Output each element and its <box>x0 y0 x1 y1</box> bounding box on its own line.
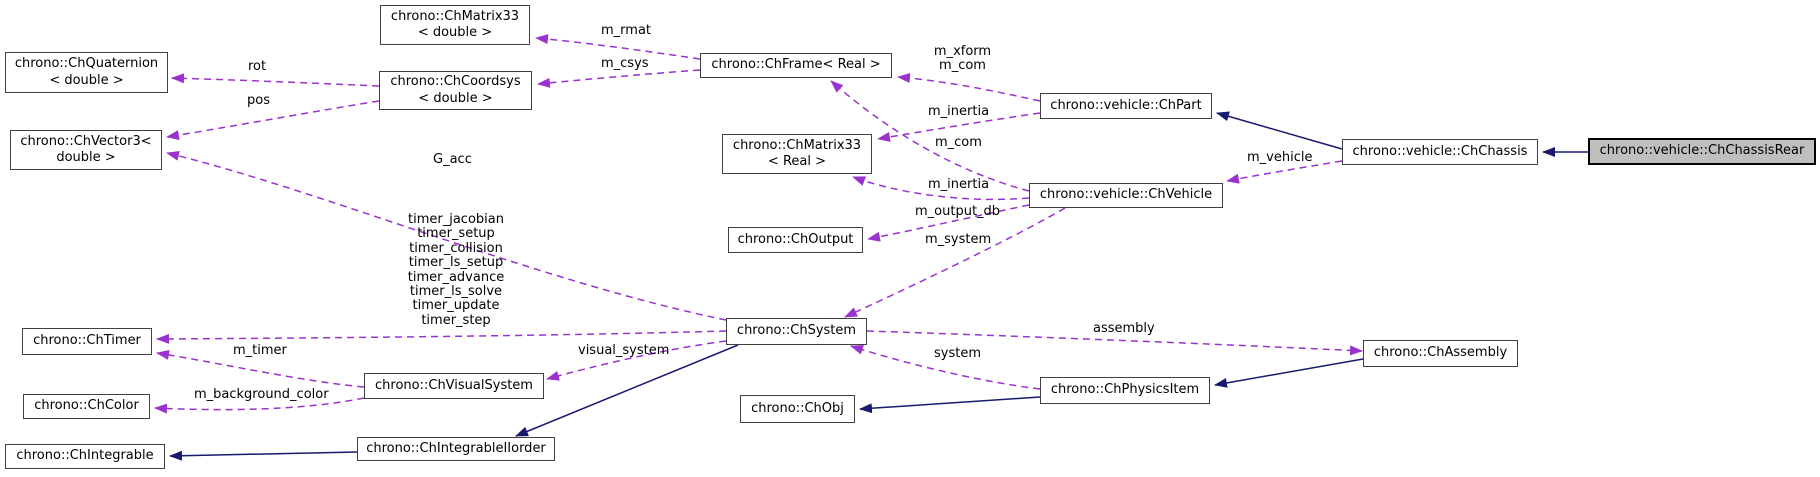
edge-label-assembly: assembly <box>1093 321 1155 336</box>
edge-m-background-color <box>154 397 365 414</box>
edge-m-rmat <box>535 34 701 60</box>
edge-label-pos: pos <box>247 93 270 108</box>
edge-m-vehicle <box>1226 160 1343 184</box>
edge-system <box>850 344 1041 390</box>
edge-label-m-output-db: m_output_db <box>915 204 1001 219</box>
edge-m-csys <box>537 69 701 88</box>
edge-m-inertia-vehicle <box>852 176 1030 201</box>
node-chintegrableiiorder[interactable]: chrono::ChIntegrableIIorder <box>357 437 555 461</box>
edge-label-m-background-color: m_background_color <box>194 387 329 402</box>
node-chcolor[interactable]: chrono::ChColor <box>23 394 150 419</box>
node-chmatrix33-double[interactable]: chrono::ChMatrix33 < double > <box>380 5 530 45</box>
edge-system-to-integrableii <box>515 344 739 437</box>
node-chpart[interactable]: chrono::vehicle::ChPart <box>1040 93 1212 119</box>
edge-assembly-to-physicsitem <box>1214 358 1364 388</box>
edge-label-timers: timer_jacobian timer_setup timer_collisi… <box>407 212 505 328</box>
edge-label-m-rmat: m_rmat <box>601 23 652 38</box>
edge-m-output-db <box>867 204 1030 242</box>
node-chvehicle[interactable]: chrono::vehicle::ChVehicle <box>1029 183 1223 208</box>
edge-integrableii-to-integrable <box>169 450 358 461</box>
edge-label-m-xform-m-com: m_xform m_com <box>933 44 992 74</box>
edge-label-m-vehicle: m_vehicle <box>1247 150 1313 165</box>
edge-label-m-inertia-vehicle: m_inertia <box>928 177 990 192</box>
edge-label-m-timer: m_timer <box>233 343 287 358</box>
edge-label-m-com: m_com <box>935 135 982 150</box>
node-chmatrix33-real[interactable]: chrono::ChMatrix33 < Real > <box>722 134 872 174</box>
edge-pos <box>166 100 380 141</box>
edge-m-timer <box>156 349 365 388</box>
node-choutput[interactable]: chrono::ChOutput <box>728 227 863 253</box>
node-chintegrable[interactable]: chrono::ChIntegrable <box>5 444 165 469</box>
node-chcoordsys[interactable]: chrono::ChCoordsys < double > <box>379 71 532 110</box>
edge-rot <box>171 73 380 87</box>
edge-label-rot: rot <box>248 59 267 74</box>
node-chobj[interactable]: chrono::ChObj <box>740 395 855 423</box>
edge-timers <box>156 330 727 344</box>
node-chvisualsystem[interactable]: chrono::ChVisualSystem <box>364 373 544 399</box>
edge-label-m-csys: m_csys <box>601 56 649 71</box>
node-chchassis[interactable]: chrono::vehicle::ChChassis <box>1342 139 1538 165</box>
node-chphysicsitem[interactable]: chrono::ChPhysicsItem <box>1040 377 1210 404</box>
node-chtimer[interactable]: chrono::ChTimer <box>22 328 152 355</box>
edge-label-visual-system: visual_system <box>578 343 670 358</box>
edge-assembly <box>866 330 1363 356</box>
edge-m-inertia-part <box>877 112 1041 142</box>
node-chvector3[interactable]: chrono::ChVector3< double > <box>10 130 162 170</box>
edge-m-xform-m-com <box>897 73 1041 102</box>
edge-m-system <box>844 207 1066 318</box>
edge-m-com-vehicle <box>830 80 1030 192</box>
edge-label-g-acc: G_acc <box>433 152 472 167</box>
node-chchassisrear[interactable]: chrono::vehicle::ChChassisRear <box>1588 138 1816 165</box>
edge-g-acc <box>166 150 727 321</box>
edge-label-m-system: m_system <box>925 232 992 247</box>
node-chframe[interactable]: chrono::ChFrame< Real > <box>700 53 892 78</box>
node-chsystem[interactable]: chrono::ChSystem <box>726 318 867 345</box>
edge-chassis-to-part <box>1216 111 1343 150</box>
edge-label-m-inertia-part: m_inertia <box>928 104 990 119</box>
edge-physicsitem-to-obj <box>859 396 1041 414</box>
edge-label-system: system <box>934 346 981 361</box>
node-chassembly[interactable]: chrono::ChAssembly <box>1363 340 1518 367</box>
node-chquaternion[interactable]: chrono::ChQuaternion < double > <box>5 52 168 93</box>
